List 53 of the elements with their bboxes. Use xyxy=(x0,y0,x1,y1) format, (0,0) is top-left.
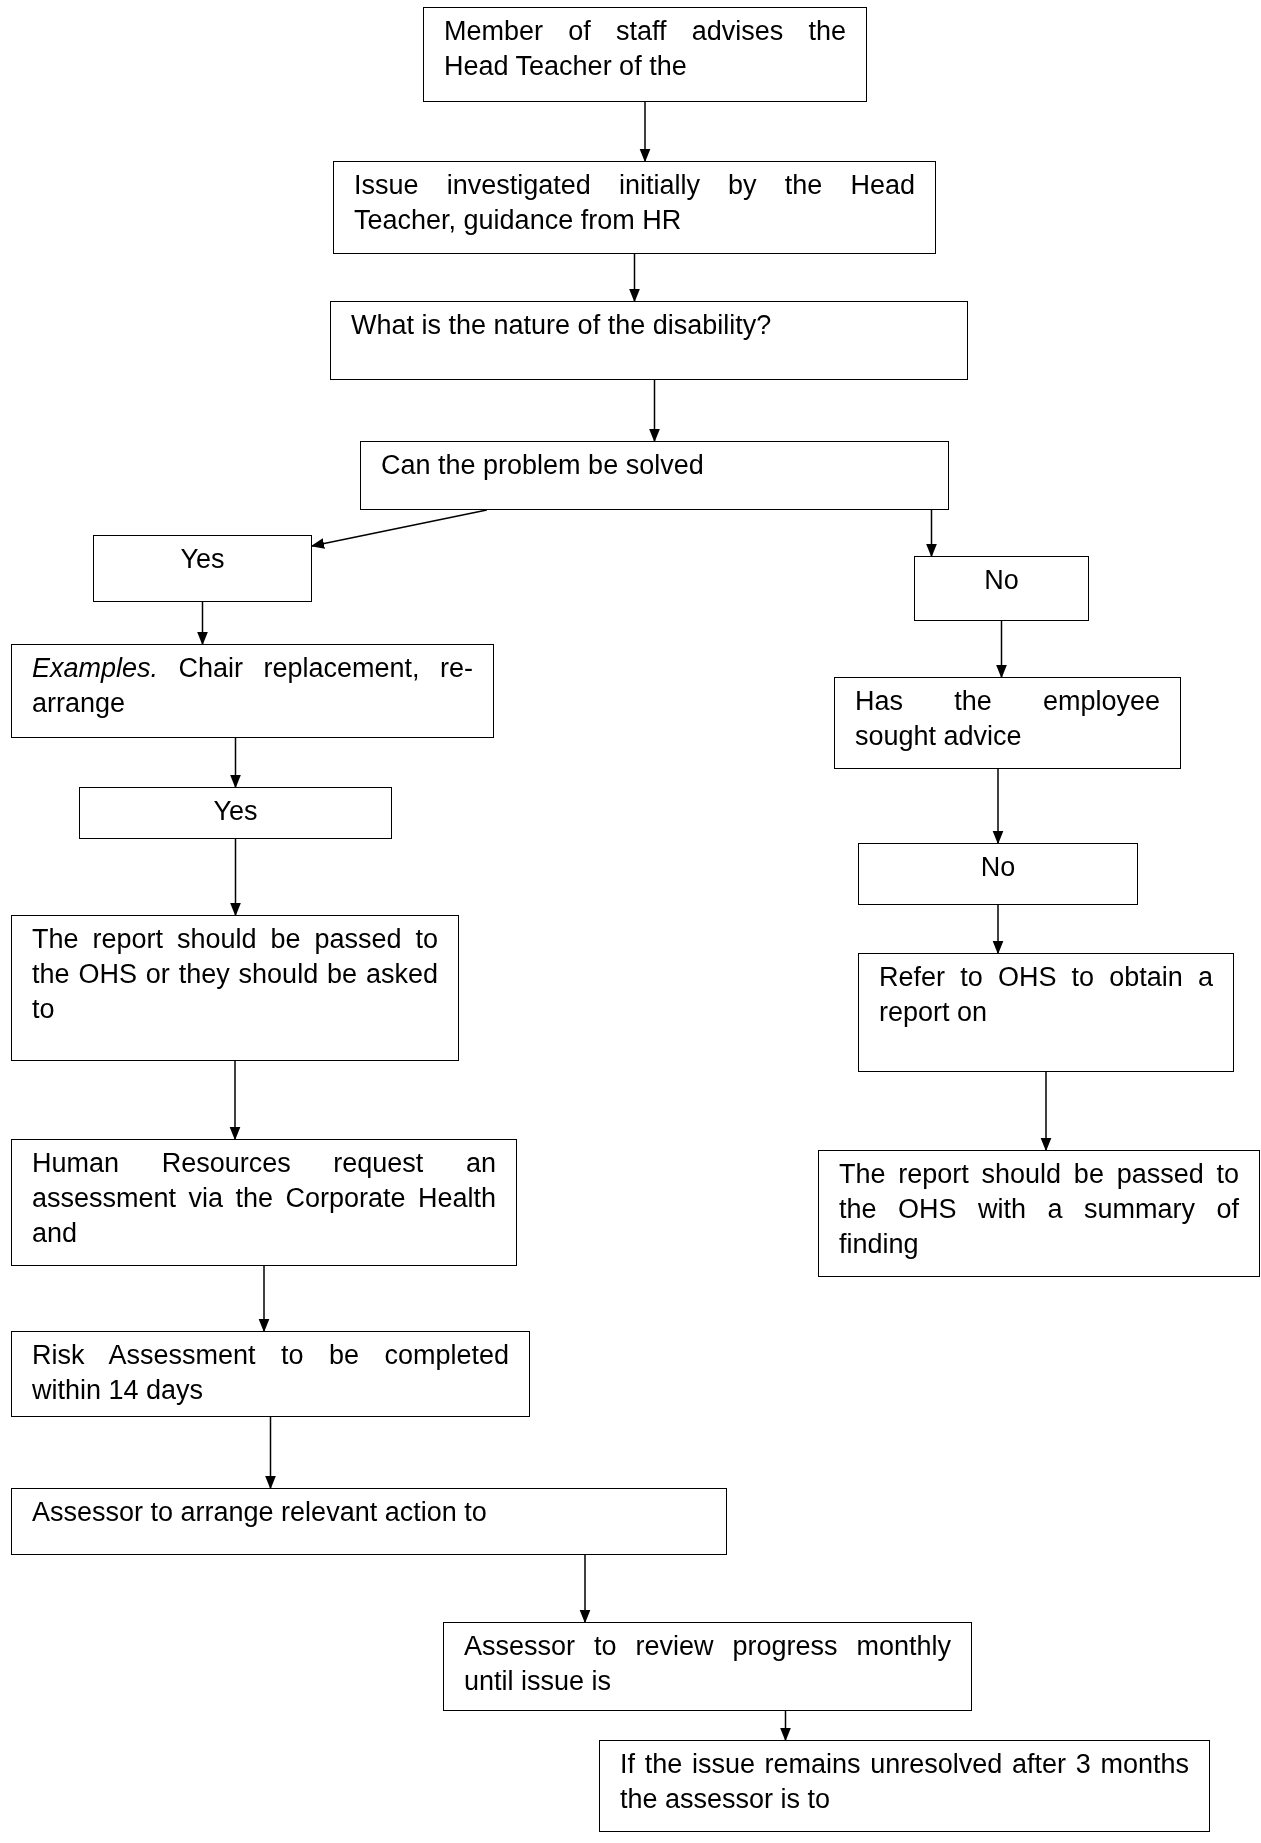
process-box xyxy=(330,301,968,380)
arrow xyxy=(996,620,1007,679)
box-text: Yes xyxy=(179,543,226,576)
arrow xyxy=(230,737,241,789)
arrow xyxy=(992,904,1004,955)
arrow xyxy=(310,509,488,549)
arrow xyxy=(229,1060,241,1141)
box-text: Yes xyxy=(212,795,259,828)
process-box xyxy=(11,1331,530,1418)
process-box xyxy=(858,843,1138,905)
process-box xyxy=(834,677,1181,769)
arrow xyxy=(1040,1071,1052,1152)
arrow xyxy=(780,1710,791,1742)
box-text: Can the problem be solved xyxy=(381,449,705,482)
process-box xyxy=(11,1488,727,1555)
process-box xyxy=(423,7,867,102)
box-text: Member of staff advises the Head Teacher of the xyxy=(444,15,846,84)
box-text: No xyxy=(979,851,1017,884)
arrow xyxy=(629,253,640,303)
box-text: What is the nature of the disability? xyxy=(351,309,773,342)
process-box xyxy=(93,535,312,602)
process-box xyxy=(11,644,494,738)
arrow xyxy=(926,509,937,558)
box-text: Risk Assessment to be completed within 14 days xyxy=(32,1339,509,1408)
box-text: The report should be passed to the OHS with a summary of finding xyxy=(839,1158,1239,1262)
box-text: The report should be passed to the OHS or they should be asked to xyxy=(32,923,438,1027)
arrow xyxy=(579,1554,591,1624)
process-box xyxy=(858,953,1234,1072)
arrow xyxy=(197,601,208,646)
box-text: Issue investigated initially by the Head Teacher, guidance from HR xyxy=(354,169,915,238)
process-box xyxy=(818,1150,1260,1277)
box-text: Assessor to review progress monthly until issue is xyxy=(464,1630,951,1699)
process-box xyxy=(11,1139,517,1266)
box-text: If the issue remains unresolved after 3 months the assessor is to xyxy=(620,1748,1189,1817)
process-box xyxy=(443,1622,972,1711)
process-box xyxy=(333,161,936,254)
arrow xyxy=(230,838,241,917)
box-text: Refer to OHS to obtain a report on xyxy=(879,961,1213,1030)
process-box xyxy=(11,915,459,1061)
box-text: Has the employee sought advice xyxy=(855,685,1160,754)
process-box xyxy=(79,787,392,839)
arrow xyxy=(258,1265,270,1333)
box-text: Human Resources request an assessment via the Corporate Health and xyxy=(32,1147,496,1251)
process-box xyxy=(360,441,949,510)
box-text: No xyxy=(983,564,1020,597)
arrow xyxy=(992,768,1004,845)
process-box xyxy=(914,556,1089,621)
box-text: Assessor to arrange relevant action to xyxy=(32,1496,488,1529)
box-text: Examples. Chair replacement, re-arrange xyxy=(32,652,473,721)
arrow xyxy=(639,101,651,163)
process-box xyxy=(599,1740,1210,1832)
arrow xyxy=(265,1416,276,1490)
arrow xyxy=(649,379,660,443)
